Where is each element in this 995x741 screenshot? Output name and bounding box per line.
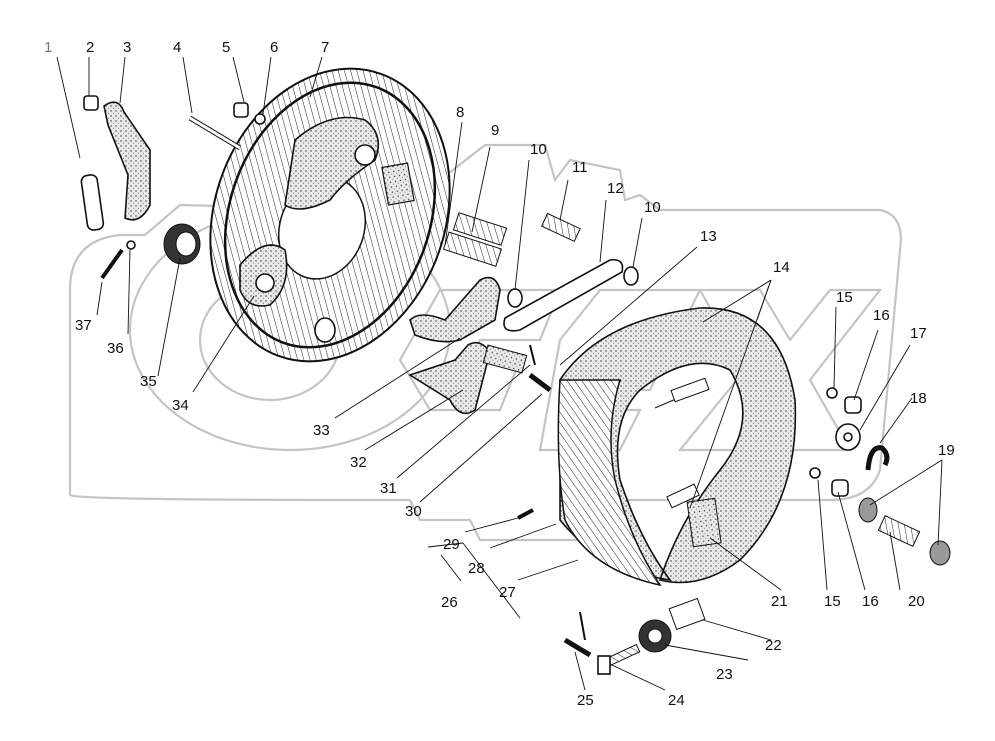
callout-28: 28 xyxy=(468,560,485,577)
callout-36: 36 xyxy=(107,340,124,357)
callout-34: 34 xyxy=(172,397,189,414)
callout-30: 30 xyxy=(405,503,422,520)
callout-29: 29 xyxy=(443,536,460,553)
callout-6: 6 xyxy=(270,39,278,56)
callout-labels: 1 2 3 4 5 6 7 8 9 10 11 12 10 13 14 15 1… xyxy=(44,39,955,709)
callout-18: 18 xyxy=(910,390,927,407)
callout-22: 22 xyxy=(765,637,782,654)
callout-16b: 16 xyxy=(862,593,879,610)
callout-10a: 10 xyxy=(530,141,547,158)
callout-5: 5 xyxy=(222,39,230,56)
callout-13: 13 xyxy=(700,228,717,245)
callout-7: 7 xyxy=(321,39,329,56)
callout-17: 17 xyxy=(910,325,927,342)
callout-31: 31 xyxy=(380,480,397,497)
callout-21: 21 xyxy=(771,593,788,610)
callout-19: 19 xyxy=(938,442,955,459)
callout-20: 20 xyxy=(908,593,925,610)
backing-plate xyxy=(209,67,451,363)
callout-15a: 15 xyxy=(836,289,853,306)
callout-26: 26 xyxy=(441,594,458,611)
callout-35: 35 xyxy=(140,373,157,390)
callout-25: 25 xyxy=(577,692,594,709)
callout-33: 33 xyxy=(313,422,330,439)
callout-11: 11 xyxy=(572,159,588,176)
callout-15b: 15 xyxy=(824,593,841,610)
leader-lines xyxy=(56,56,943,691)
callout-8: 8 xyxy=(456,104,464,121)
brake-shoe xyxy=(557,307,797,587)
small-parts xyxy=(80,95,951,675)
callout-27: 27 xyxy=(499,584,516,601)
callout-16a: 16 xyxy=(873,307,890,324)
callout-10b: 10 xyxy=(644,199,661,216)
callout-37: 37 xyxy=(75,317,92,334)
callout-14: 14 xyxy=(773,259,790,276)
callout-3: 3 xyxy=(123,39,131,56)
callout-9: 9 xyxy=(491,122,499,139)
callout-2: 2 xyxy=(86,39,94,56)
callout-24: 24 xyxy=(668,692,685,709)
callout-1: 1 xyxy=(44,39,52,56)
callout-4: 4 xyxy=(173,39,181,56)
callout-32: 32 xyxy=(350,454,367,471)
callout-23: 23 xyxy=(716,666,733,683)
callout-12: 12 xyxy=(607,180,624,197)
